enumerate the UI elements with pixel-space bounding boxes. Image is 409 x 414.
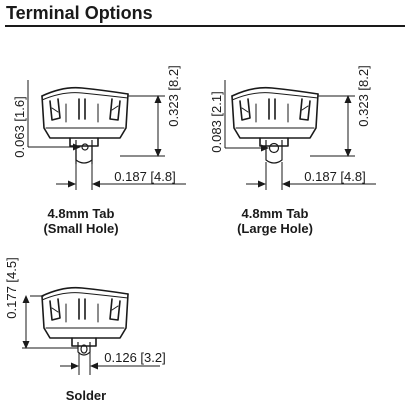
solder-eyelet [80,344,88,354]
tab-terminal [75,140,93,164]
dimension-lines [27,80,186,190]
terminal-small-hole: 0.063 [1.6] 0.323 [8.2] 0.187 [4.8] 4.8m… [12,65,186,236]
tab-terminal [265,140,283,164]
dimension-lines [224,80,376,190]
terminal-hole [268,142,280,154]
caption-line2: (Large Hole) [237,221,313,236]
terminal-large-hole: 0.083 [2.1] 0.323 [8.2] 0.187 [4.8] 4.8m… [209,65,376,236]
switch-body-drawing [41,86,129,165]
dim-hole-label: 0.083 [2.1] [209,91,224,152]
dim-width-label: 0.187 [4.8] [114,169,175,184]
dim-hole-label: 0.063 [1.6] [12,96,27,157]
switch-body-drawing [231,86,319,147]
dim-height-label: 0.323 [8.2] [166,65,181,126]
section-title: Terminal Options [6,3,153,23]
terminal-hole [81,143,89,151]
caption-line2: (Small Hole) [43,221,118,236]
switch-body-drawing [41,286,129,347]
title-divider [5,25,405,27]
terminal-solder: 0.177 [4.5] 0.126 [3.2] Solder [4,257,166,403]
caption-line1: 4.8mm Tab [242,206,309,221]
caption-line1: Solder [66,388,106,403]
dim-width-label: 0.187 [4.8] [304,169,365,184]
solder-terminal [77,342,91,356]
dim-height-label: 0.323 [8.2] [356,65,371,126]
caption-line1: 4.8mm Tab [48,206,115,221]
dim-width-label: 0.126 [3.2] [104,350,165,365]
dimension-lines [22,295,160,375]
dim-height-label: 0.177 [4.5] [4,257,19,318]
